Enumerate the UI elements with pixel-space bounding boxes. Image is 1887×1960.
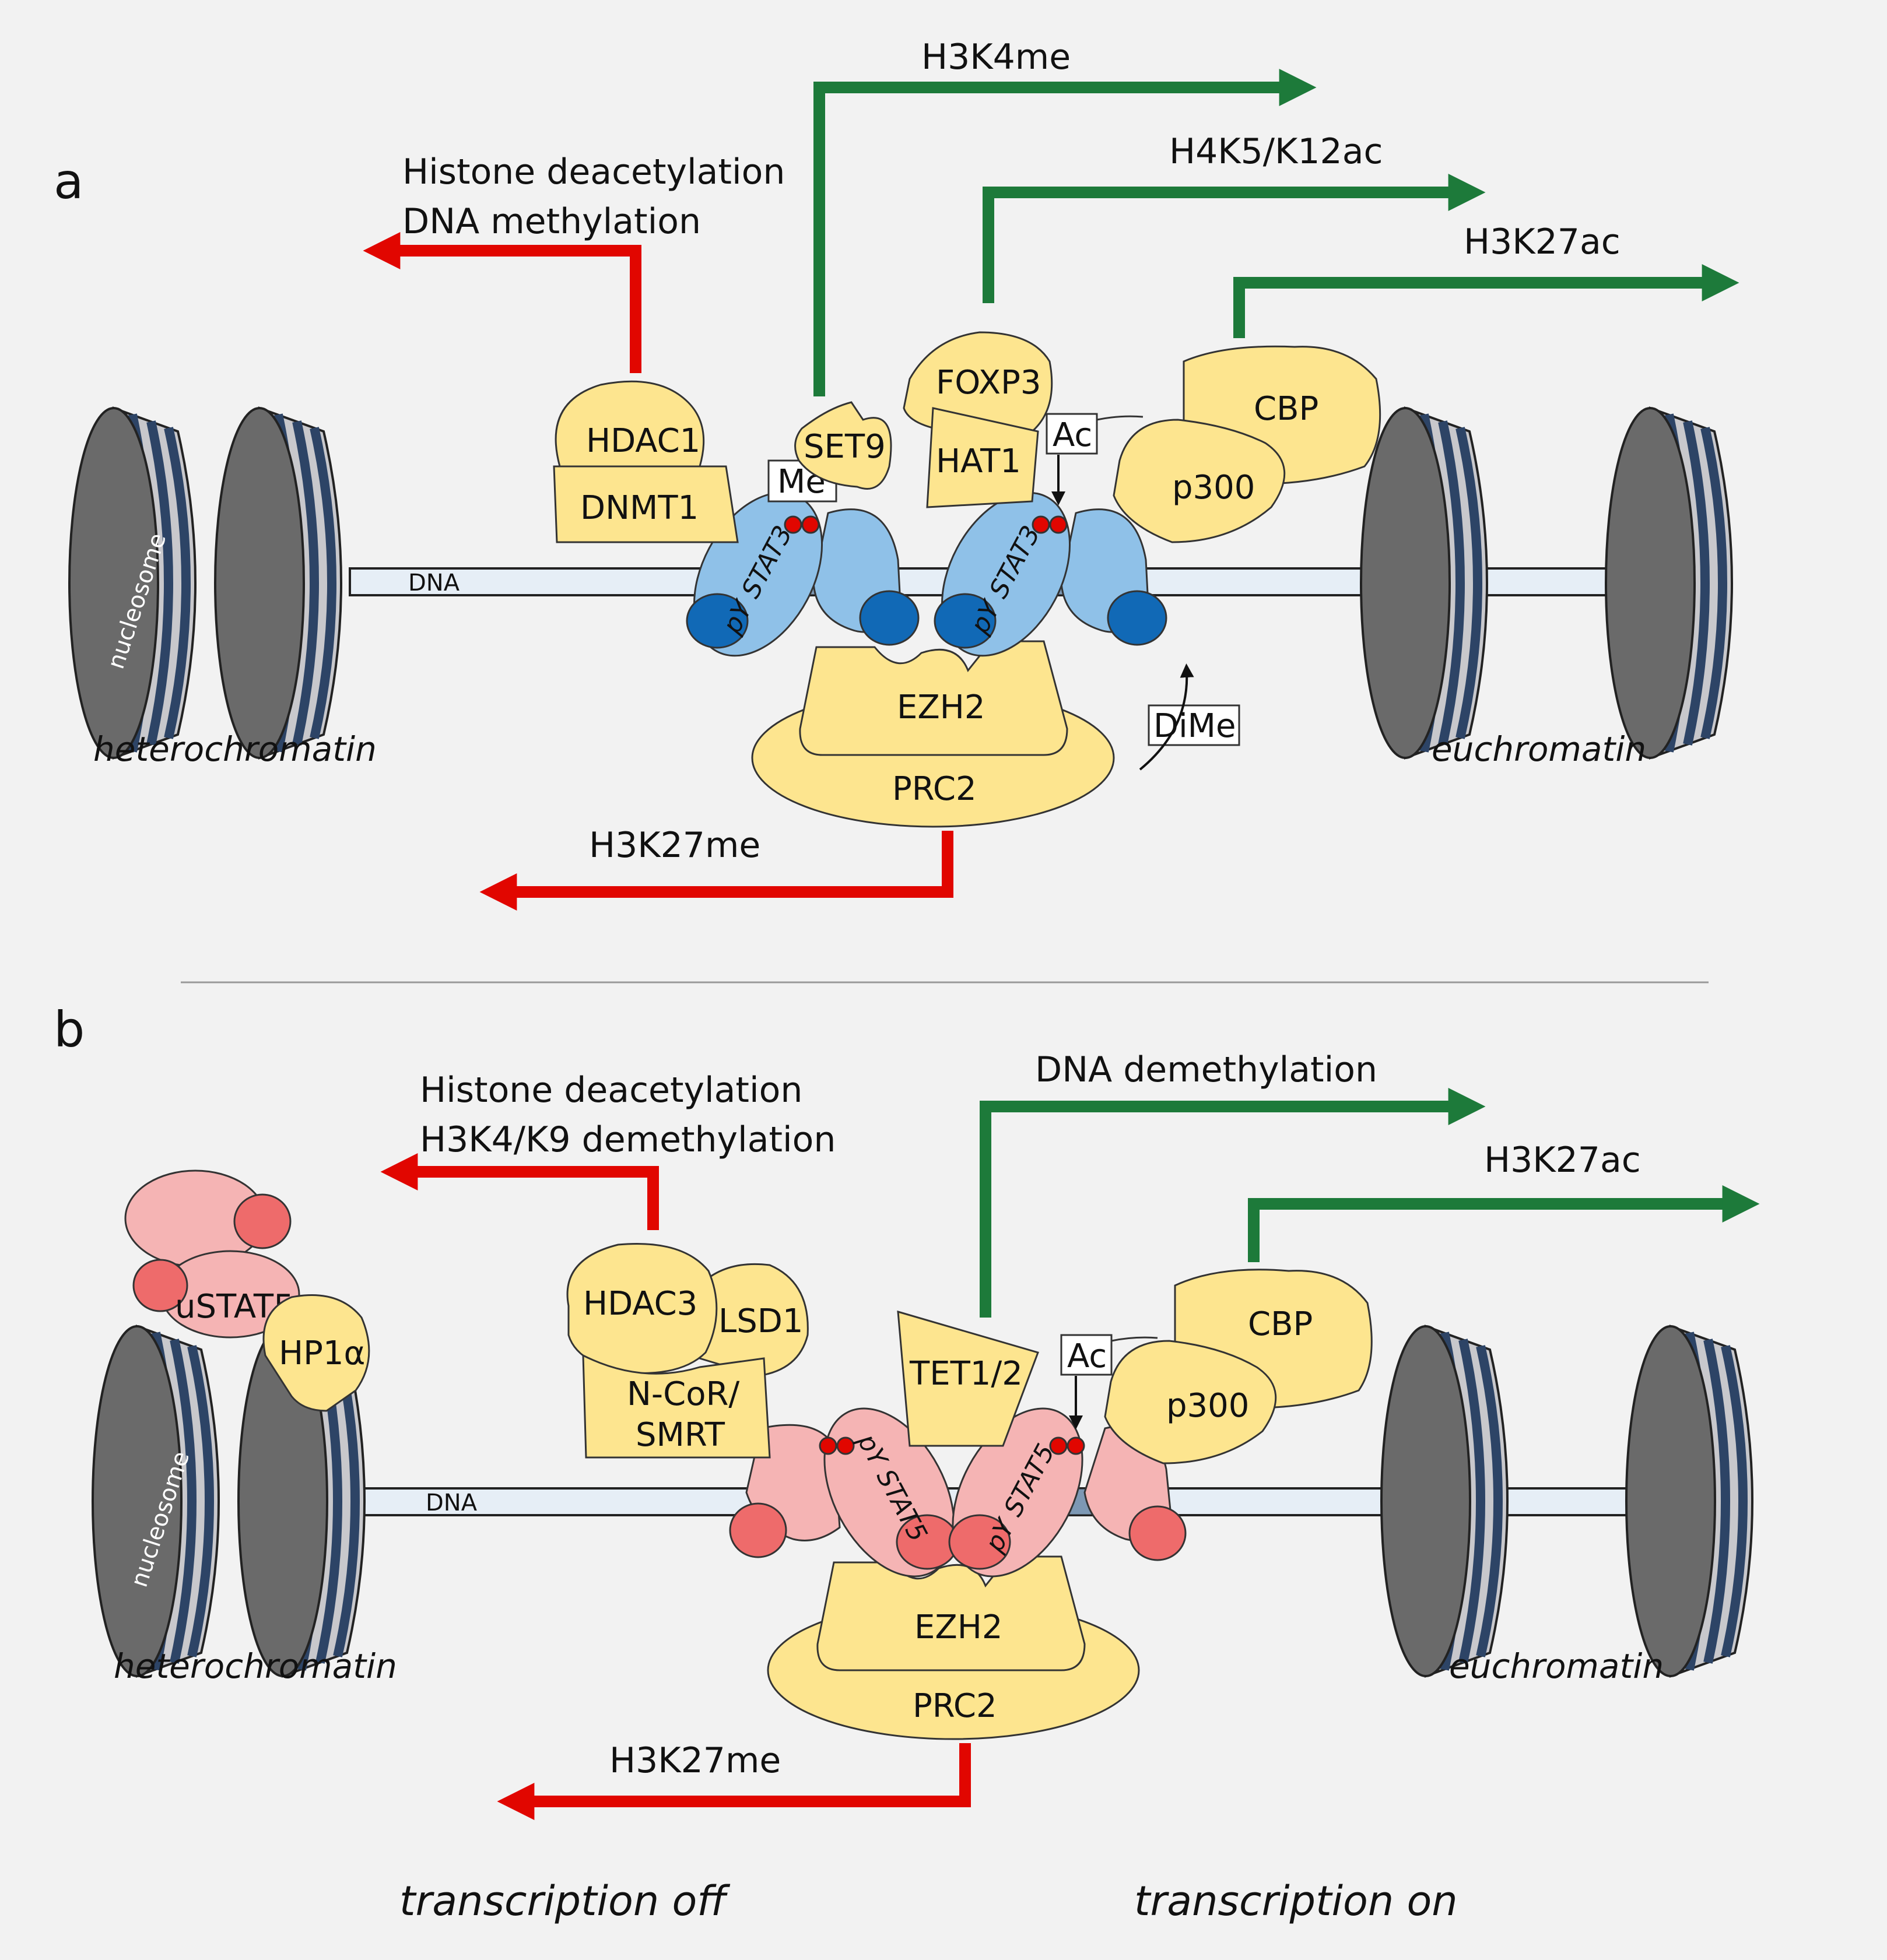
set9-a xyxy=(794,401,892,490)
green-arrow-1-b xyxy=(980,1087,1486,1318)
hdac1-label-a: HDAC1 xyxy=(586,422,700,460)
heterochromatin-label-a: heterochromatin xyxy=(93,729,377,769)
tet-label-b: TET1/2 xyxy=(909,1355,1023,1393)
red-bottom-label-b: H3K27me xyxy=(609,1740,781,1781)
stat3-dimer-left-a: pY STAT3 xyxy=(686,491,920,657)
red-top-label2-a: DNA methylation xyxy=(402,201,701,242)
panel-a: a DNA nucleosome heterochromatin euchrom… xyxy=(54,37,1739,911)
heterochromatin-label-b: heterochromatin xyxy=(114,1646,397,1686)
footer-transcription-on: transcription on xyxy=(1134,1877,1458,1925)
red-arrow-bottom-a xyxy=(479,831,953,911)
green-arrow-1-a xyxy=(813,68,1317,396)
euchromatin-label-a: euchromatin xyxy=(1432,729,1646,769)
nucleosome-b3 xyxy=(1381,1326,1507,1676)
green-arrow-2-b xyxy=(1248,1185,1760,1262)
set9-label-a: SET9 xyxy=(804,428,886,466)
panel-a-letter: a xyxy=(54,153,83,210)
ncor-smrt-b xyxy=(582,1354,771,1459)
ustat5-cluster-b: uSTAT5 xyxy=(124,1169,300,1339)
red-bottom-label-a: H3K27me xyxy=(589,825,760,866)
ac-label-b: Ac xyxy=(1067,1337,1107,1375)
red-top-label1-a: Histone deacetylation xyxy=(402,152,785,192)
hp1a-label-b: HP1α xyxy=(279,1334,365,1372)
ezh2-label-b: EZH2 xyxy=(914,1608,1002,1646)
stat3-dimer-right-a: pY STAT3 xyxy=(934,491,1167,657)
dna-label-a: DNA xyxy=(408,570,460,596)
dnmt1-a xyxy=(553,465,739,543)
cbp-label-b: CBP xyxy=(1248,1305,1313,1343)
foxp3-label-a: FOXP3 xyxy=(936,364,1041,402)
red-arrow-top-b xyxy=(380,1153,659,1230)
ncor-label1-b: N-CoR/ xyxy=(627,1375,739,1413)
green-label-2-b: H3K27ac xyxy=(1484,1140,1641,1181)
p300-a xyxy=(1113,419,1286,543)
ac-connector-b xyxy=(1111,1336,1158,1342)
hat1-label-a: HAT1 xyxy=(936,442,1021,480)
tet12-b xyxy=(897,1310,1039,1447)
lsd1-b xyxy=(696,1263,809,1377)
dime-box-a xyxy=(1148,704,1240,746)
red-top-label1-b: Histone deacetylation xyxy=(420,1070,802,1111)
ac-box-a xyxy=(1046,413,1098,455)
ac-label-a: Ac xyxy=(1053,416,1092,454)
nucleosome-a2 xyxy=(215,408,341,758)
footer-transcription-off: transcription off xyxy=(399,1877,731,1925)
green-label-1-a: H3K4me xyxy=(921,37,1071,78)
green-label-2-a: H4K5/K12ac xyxy=(1169,131,1383,172)
green-label-3-a: H3K27ac xyxy=(1464,222,1621,262)
lsd1-label-b: LSD1 xyxy=(718,1302,804,1340)
red-top-label2-b: H3K4/K9 demethylation xyxy=(420,1119,836,1160)
p300-label-a: p300 xyxy=(1172,469,1255,507)
dnmt1-label-a: DNMT1 xyxy=(580,489,699,527)
ac-box-b xyxy=(1060,1334,1113,1376)
p300-b xyxy=(1104,1340,1277,1464)
nucleosome-a4 xyxy=(1606,408,1732,758)
dna-label-b: DNA xyxy=(426,1490,478,1516)
dime-arrow-a xyxy=(1139,663,1194,771)
green-label-1-b: DNA demethylation xyxy=(1035,1049,1377,1090)
green-arrow-3-a xyxy=(1233,264,1739,338)
prc2-label-a: PRC2 xyxy=(892,770,977,808)
dime-label-a: DiMe xyxy=(1153,707,1236,745)
red-arrow-top-a xyxy=(363,231,641,373)
hp1a-b xyxy=(262,1294,370,1412)
euchromatin-label-b: euchromatin xyxy=(1449,1646,1664,1686)
ezh2-label-a: EZH2 xyxy=(897,689,985,726)
hdac1-a xyxy=(555,380,705,468)
prc2-label-b: PRC2 xyxy=(913,1687,997,1725)
ac-connector-a xyxy=(1096,415,1144,421)
nucleosome-b4 xyxy=(1626,1326,1752,1676)
hat1-a xyxy=(926,407,1039,508)
nucleosome-a3 xyxy=(1361,408,1487,758)
p300-label-b: p300 xyxy=(1166,1387,1249,1425)
red-arrow-bottom-b xyxy=(497,1743,971,1821)
panel-b: b DNA nucleosome heterochromatin euchrom… xyxy=(54,1001,1760,1925)
green-arrow-2-a xyxy=(983,173,1486,303)
hdac3-label-b: HDAC3 xyxy=(583,1285,697,1323)
ncor-label2-b: SMRT xyxy=(636,1416,725,1454)
cbp-label-a: CBP xyxy=(1254,390,1318,428)
panel-b-letter: b xyxy=(54,1001,85,1058)
ezh2-b xyxy=(816,1555,1086,1671)
ezh2-a xyxy=(799,640,1068,756)
